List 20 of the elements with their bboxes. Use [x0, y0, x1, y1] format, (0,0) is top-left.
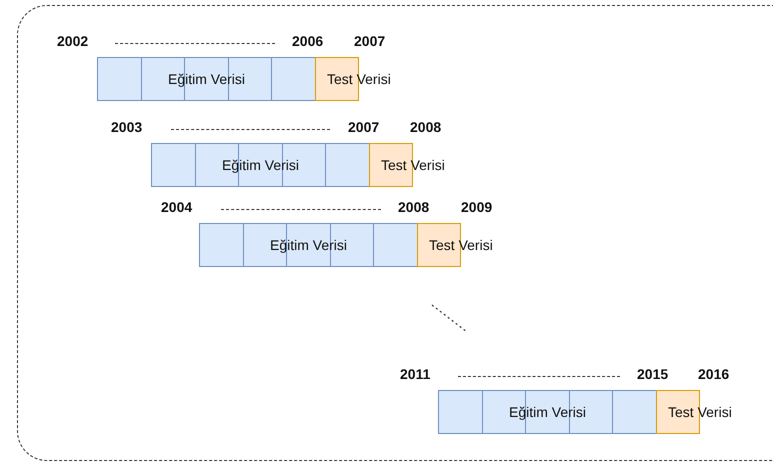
year-label: 2016	[698, 366, 730, 382]
year-label: 2003	[111, 119, 142, 135]
year-label: 2008	[410, 119, 442, 135]
year-label: 2006	[292, 33, 324, 49]
year-label: 2015	[637, 366, 668, 382]
year-label: 2004	[161, 199, 192, 215]
bar-label: Eğitim Verisi	[270, 237, 348, 253]
year-label: 2007	[348, 119, 380, 135]
training-data-bar	[199, 223, 418, 267]
year-label: 2007	[354, 33, 386, 49]
training-data-bar	[151, 143, 370, 187]
bar-label: Eğitim Verisi	[168, 71, 246, 87]
year-label: 2002	[57, 33, 88, 49]
bar-label: Eğitim Verisi	[222, 157, 300, 173]
year-label: 2009	[461, 199, 492, 215]
training-data-bar	[438, 390, 657, 434]
bar-label: Eğitim Verisi	[508, 404, 586, 420]
year-label: 2008	[398, 199, 430, 215]
training-data-bar	[97, 57, 316, 101]
year-label: 2011	[400, 366, 430, 382]
